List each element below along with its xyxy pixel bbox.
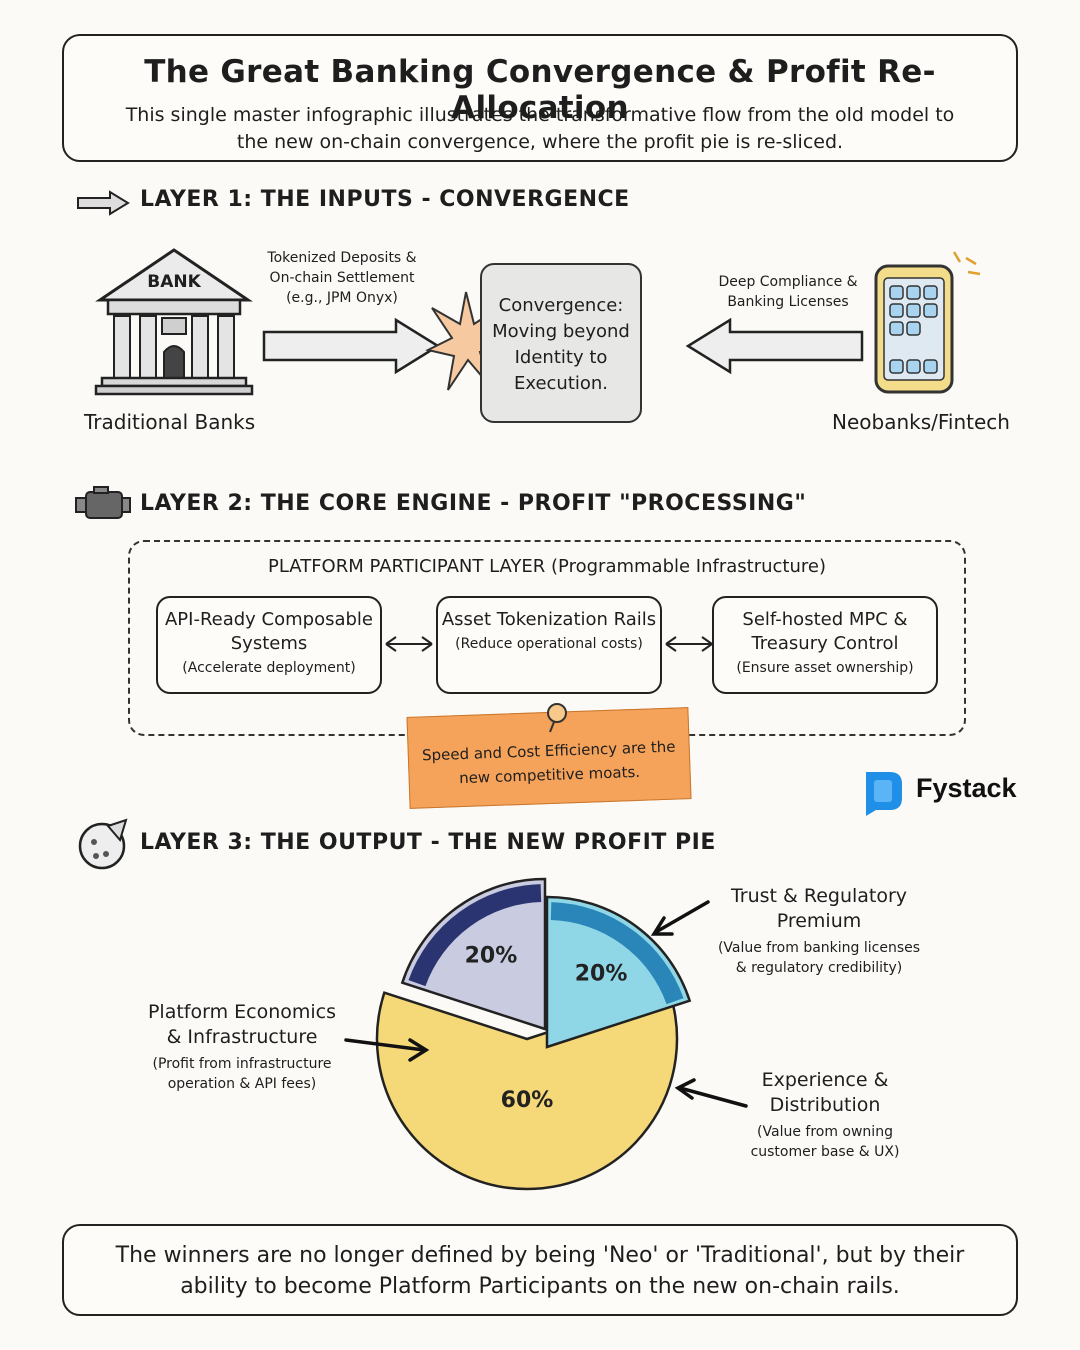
slice-note-experience: (Value from owning customer base & UX): [750, 1124, 900, 1160]
slice-name-trust: Trust & Regulatory Premium: [730, 885, 908, 932]
page-title: The Great Banking Convergence & Profit R…: [144, 54, 936, 126]
slice-name-platform: Platform Economics & Infrastructure: [147, 1001, 337, 1048]
conclusion-text: The winners are no longer defined by bei…: [115, 1243, 965, 1299]
double-arrow-icon: [385, 636, 433, 652]
slice-label-trust: Trust & Regulatory Premium (Value from b…: [712, 884, 926, 978]
slice-name-experience: Experience & Distribution: [761, 1069, 889, 1116]
bank-icon: [94, 248, 254, 396]
pie-slice-1: [400, 877, 547, 1031]
neobanks-label: Neobanks/Fintech: [832, 410, 1010, 434]
layer2-heading: LAYER 2: THE CORE ENGINE - PROFIT "PROCE…: [140, 491, 807, 516]
asset-tokenization-box: Asset Tokenization Rails (Reduce operati…: [436, 596, 662, 694]
asset-tokenization-note: (Reduce operational costs): [455, 636, 643, 652]
pie-slice-label-1: 20%: [465, 944, 518, 969]
layer1-heading: LAYER 1: THE INPUTS - CONVERGENCE: [140, 187, 630, 212]
slice-label-experience: Experience & Distribution (Value from ow…: [740, 1068, 910, 1162]
mpc-treasury-name: Self-hosted MPC & Treasury Control: [742, 609, 908, 654]
slice-note-platform: (Profit from infrastructure operation & …: [152, 1056, 332, 1092]
mpc-treasury-note: (Ensure asset ownership): [736, 660, 914, 676]
fystack-logo-icon: [866, 772, 902, 816]
pie-slice-2: [545, 895, 692, 1049]
api-ready-note: (Accelerate deployment): [182, 660, 356, 676]
pizza-icon: [78, 818, 128, 870]
profit-pie-chart: 60% 20% 20%: [375, 877, 692, 1191]
convergence-box: Convergence: Moving beyond Identity to E…: [480, 263, 642, 423]
phone-icon: [874, 251, 981, 394]
pie-slice-edge-2: [550, 902, 684, 1005]
pie-slice-0: [375, 991, 679, 1191]
slice-note-trust: (Value from banking licenses & regulator…: [717, 940, 921, 976]
conclusion-banner: The winners are no longer defined by bei…: [62, 1224, 1018, 1316]
layer3-heading: LAYER 3: THE OUTPUT - THE NEW PROFIT PIE: [140, 830, 716, 855]
page-subtitle: This single master infographic illustrat…: [125, 104, 955, 153]
arrow-right-big-icon: [262, 317, 441, 375]
right-flow-label: Deep Compliance & Banking Licenses: [718, 274, 858, 310]
slice-label-platform: Platform Economics & Infrastructure (Pro…: [140, 1000, 344, 1094]
title-banner: The Great Banking Convergence & Profit R…: [62, 34, 1018, 162]
arrow-left-big-icon: [685, 317, 864, 375]
engine-icon: [75, 486, 131, 519]
fystack-brand: Fystack: [916, 773, 1017, 803]
pie-slice-label-0: 60%: [501, 1088, 554, 1113]
convergence-text: Convergence: Moving beyond Identity to E…: [492, 295, 630, 394]
api-ready-name: API-Ready Composable Systems: [164, 609, 374, 654]
traditional-banks-label: Traditional Banks: [84, 410, 256, 434]
double-arrow-icon: [665, 636, 713, 652]
arrow-right-icon: [77, 190, 130, 216]
api-ready-box: API-Ready Composable Systems (Accelerate…: [156, 596, 382, 694]
pushpin-icon: [547, 703, 567, 733]
pie-slice-edge-1: [408, 884, 542, 987]
platform-title: PLATFORM PARTICIPANT LAYER (Programmable…: [268, 556, 826, 577]
bank-sign: BANK: [147, 272, 201, 292]
pie-slice-label-2: 20%: [575, 962, 628, 987]
left-flow-label: Tokenized Deposits & On-chain Settlement…: [267, 250, 417, 306]
asset-tokenization-name: Asset Tokenization Rails: [441, 609, 657, 630]
mpc-treasury-box: Self-hosted MPC & Treasury Control (Ensu…: [712, 596, 938, 694]
